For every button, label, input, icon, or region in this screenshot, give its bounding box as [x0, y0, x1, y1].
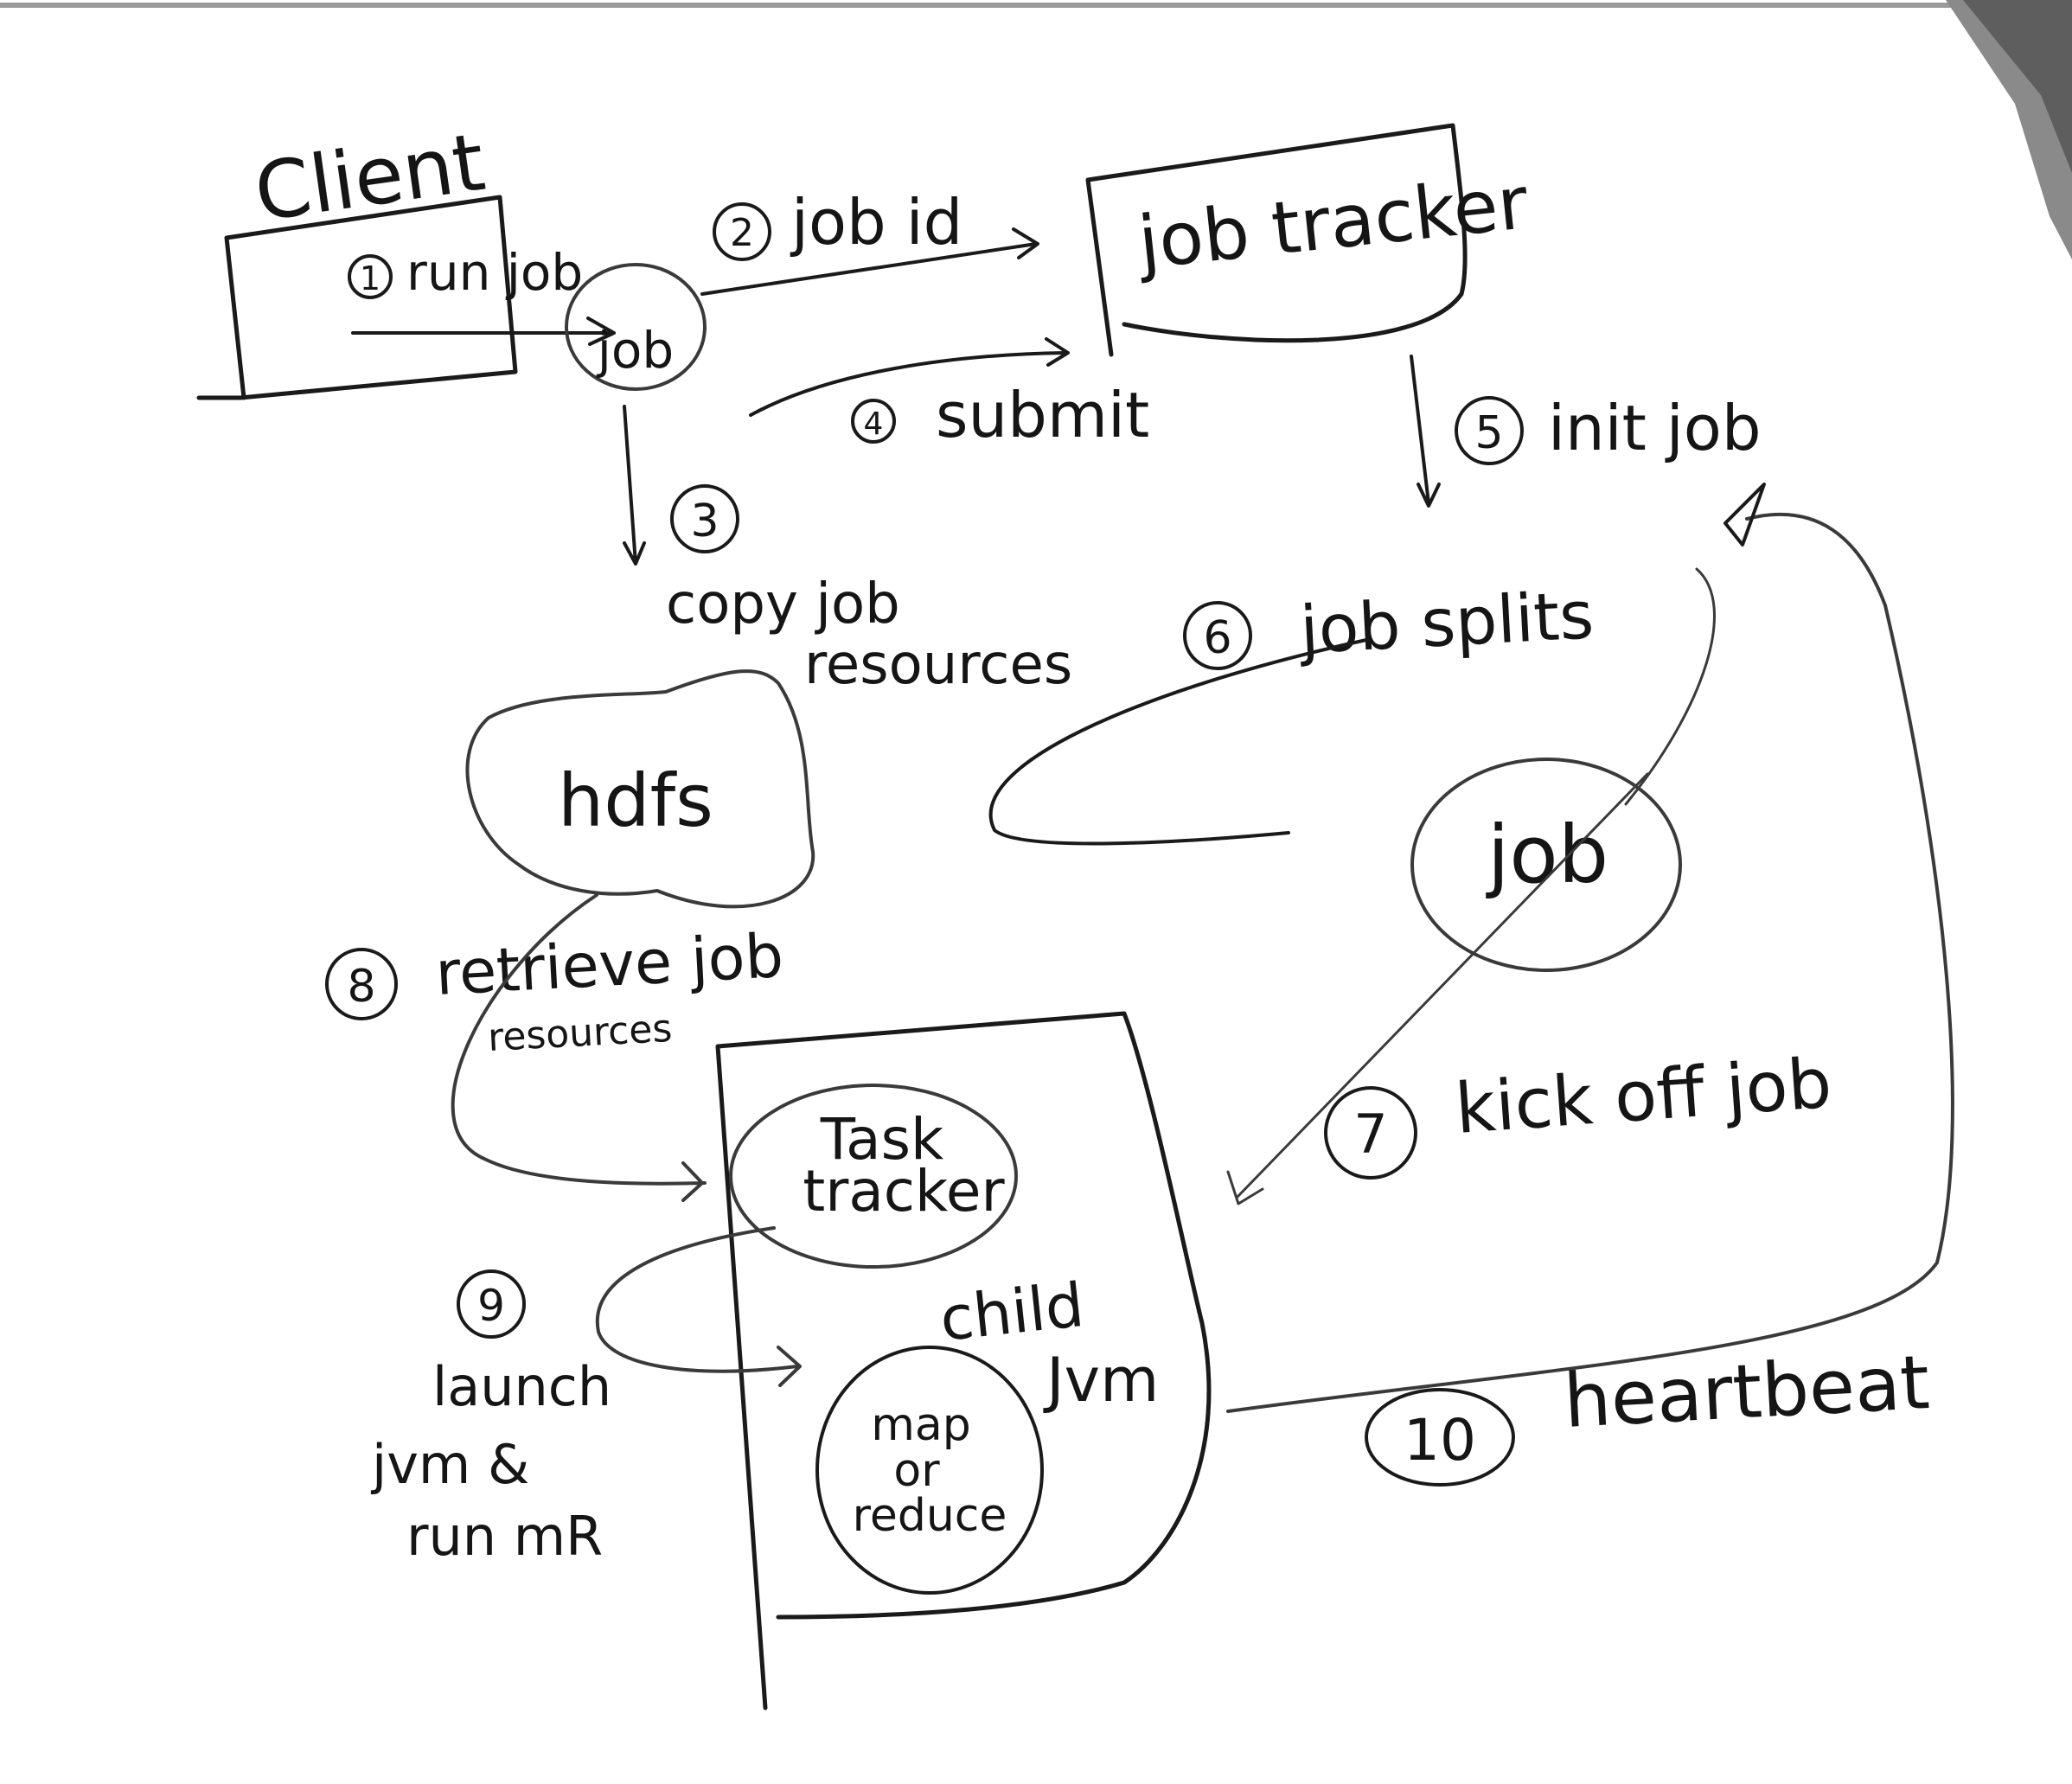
heartbeat-arrowhead	[1723, 483, 1766, 547]
arrow-kick-off-job	[1226, 772, 1649, 1205]
step-5: 5 init job	[1455, 392, 1762, 465]
map-reduce-label-line2: or	[893, 1445, 940, 1497]
step-7: 7 kick off job	[1324, 1043, 1834, 1180]
step-2: 2 job id	[713, 186, 962, 261]
step-4: 4 submit	[851, 379, 1149, 451]
step-9-label-line1: launch	[432, 1355, 611, 1418]
step-8-number: 8	[347, 961, 375, 1013]
step-10-label: heartbeat	[1562, 1340, 1932, 1445]
child-jvm-label-line2: Jvm	[1043, 1345, 1159, 1416]
step-4-label: submit	[936, 379, 1149, 451]
tracker-job-label: job	[1486, 809, 1608, 901]
arrow-submit	[749, 337, 1070, 417]
step-9-number: 9	[477, 1281, 505, 1331]
step-9-number-circle	[457, 1269, 526, 1339]
step-10-number-circle	[1365, 1388, 1515, 1487]
arrow-init-job	[1410, 355, 1441, 508]
step-9: 9 launch jvm & run mR	[370, 1269, 611, 1568]
task-tracker-node	[729, 1084, 1018, 1269]
step-1-number-circle	[348, 254, 393, 299]
arrow-run-job	[351, 317, 616, 346]
step-7-label: kick off job	[1453, 1043, 1834, 1149]
step-1: 1 run job	[348, 243, 583, 302]
arrow-copy-job-resources	[623, 405, 646, 566]
step-2-number-circle	[713, 202, 771, 261]
arrow-job-splits	[988, 638, 1368, 846]
step-1-label: run job	[406, 243, 583, 302]
arrow-job-id	[700, 227, 1039, 296]
step-10-number: 10	[1404, 1407, 1476, 1474]
step-6-number-circle	[1183, 601, 1252, 670]
job-tracker-box	[1085, 123, 1468, 357]
step-2-number: 2	[730, 211, 754, 255]
arrow-launch-jvm	[595, 1226, 802, 1387]
hdfs-label: hdfs	[558, 758, 713, 843]
step-8-number-circle	[325, 948, 398, 1020]
task-tracker-label-line2: tracker	[803, 1158, 1005, 1225]
step-6-number: 6	[1203, 612, 1231, 664]
client-job-label: job	[596, 321, 674, 380]
client-title: Client	[249, 116, 490, 240]
step-6-label: job splits	[1296, 576, 1596, 668]
step-7-number: 7	[1353, 1103, 1387, 1166]
map-reduce-label-line1: map	[871, 1399, 971, 1451]
step-3-label-line1: copy job	[666, 572, 900, 636]
step-1-number: 1	[360, 259, 381, 297]
step-5-number: 5	[1474, 407, 1503, 459]
hdfs-cloud	[465, 669, 815, 909]
step-3-label-line2: resources	[804, 633, 1072, 697]
step-4-number-circle	[851, 399, 896, 444]
map-reduce-node	[815, 1346, 1044, 1595]
child-jvm-label-line1: child	[937, 1269, 1087, 1355]
client-job-node	[565, 263, 707, 391]
step-3-number-circle	[670, 484, 739, 553]
step-2-label: job id	[790, 186, 962, 259]
step-3-number: 3	[690, 496, 719, 547]
step-8: 8 retrieve job resources	[325, 920, 785, 1060]
client-box	[196, 195, 518, 400]
step-10: 10 heartbeat	[1365, 1340, 1932, 1487]
arrow-retrieve-job-resources	[451, 893, 707, 1202]
tracker-job-node	[1410, 758, 1682, 972]
map-reduce-label-line3: reduce	[853, 1490, 1007, 1542]
step-8-label-line2: resources	[487, 1007, 674, 1060]
paper-edge-shadow	[0, 0, 2072, 259]
step-3: 3 copy job resources	[666, 484, 1072, 697]
arrow-heartbeat	[1226, 512, 1954, 1413]
step-5-label: init job	[1548, 392, 1762, 464]
step-6: 6 job splits	[1183, 576, 1596, 670]
job-tracker-label: job tracker	[1133, 160, 1532, 285]
step-5-number-circle	[1455, 396, 1524, 465]
task-tracker-node-box	[715, 1011, 1212, 1710]
step-7-number-circle	[1324, 1086, 1417, 1180]
step-9-label-line3: run mR	[406, 1505, 603, 1568]
init-job-curve	[1624, 567, 1716, 806]
step-9-label-line2: jvm &	[370, 1433, 529, 1496]
step-4-number: 4	[864, 406, 884, 442]
step-8-label-line1: retrieve job	[434, 920, 785, 1009]
task-tracker-label-line1: Task	[820, 1106, 944, 1173]
